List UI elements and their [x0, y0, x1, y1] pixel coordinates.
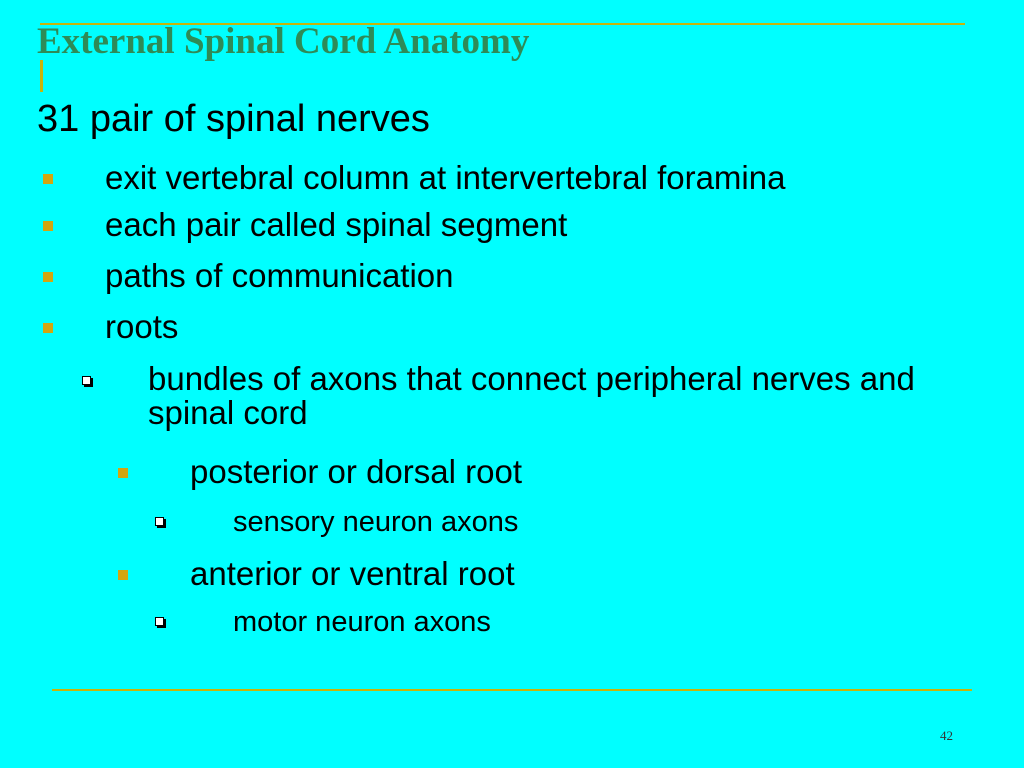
bullet-item: paths of communication — [0, 256, 1024, 296]
slide-heading: 31 pair of spinal nerves — [37, 98, 430, 140]
bullet-item: exit vertebral column at intervertebral … — [0, 158, 1024, 198]
bullet-item: roots — [0, 307, 1024, 347]
root-detail-text: sensory neuron axons — [233, 506, 519, 538]
sub-bullet-text: bundles of axons that connect peripheral… — [148, 360, 915, 431]
root-label: posterior or dorsal root — [190, 453, 522, 490]
root-detail-item: motor neuron axons — [0, 604, 1024, 640]
title-top-rule — [40, 23, 965, 25]
square-bullet-icon — [43, 174, 53, 184]
square-bullet-icon — [43, 323, 53, 333]
footer-rule — [52, 689, 972, 691]
sub-bullet-item: bundles of axons that connect peripheral… — [0, 362, 1024, 434]
root-label: anterior or ventral root — [190, 555, 515, 592]
root-detail-item: sensory neuron axons — [0, 504, 1024, 540]
box-bullet-icon — [155, 617, 164, 626]
bullet-item: each pair called spinal segment — [0, 205, 1024, 245]
bullet-text: roots — [105, 308, 179, 345]
root-item: anterior or ventral root — [0, 554, 1024, 594]
square-bullet-icon — [43, 272, 53, 282]
page-number: 42 — [940, 728, 953, 743]
title-left-rule — [40, 60, 43, 92]
square-bullet-icon — [43, 221, 53, 231]
slide-title: External Spinal Cord Anatomy — [37, 21, 530, 62]
box-bullet-icon — [155, 517, 164, 526]
square-bullet-icon — [118, 570, 128, 580]
bullet-text: each pair called spinal segment — [105, 206, 568, 243]
square-bullet-icon — [118, 468, 128, 478]
root-item: posterior or dorsal root — [0, 452, 1024, 492]
bullet-text: paths of communication — [105, 257, 454, 294]
box-bullet-icon — [82, 376, 91, 385]
root-detail-text: motor neuron axons — [233, 606, 491, 638]
bullet-text: exit vertebral column at intervertebral … — [105, 159, 786, 196]
